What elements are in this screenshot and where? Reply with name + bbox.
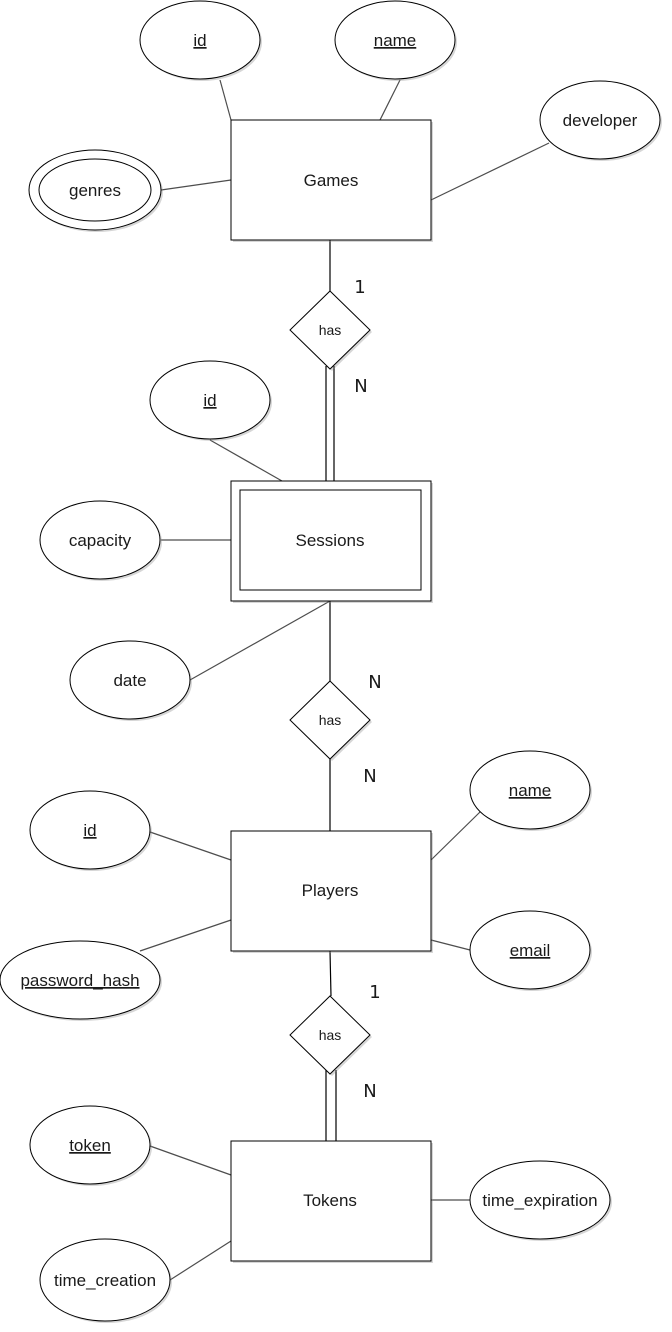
attribute-sessions-id[interactable]: id	[149, 360, 272, 441]
attribute-players-password-hash[interactable]: password_hash	[0, 940, 162, 1021]
entity-tokens-label: Tokens	[303, 1191, 357, 1210]
attribute-players-password-hash-label: password_hash	[20, 971, 139, 990]
cardinality-players-bottom: 1	[369, 982, 380, 1003]
edge-tokens-time-creation	[169, 1240, 232, 1281]
edge-players-has	[329, 950, 332, 997]
weak-entity-inner-border	[239, 489, 422, 591]
multivalued-inner-ring	[38, 158, 152, 222]
relationship-sessions-players[interactable]: has	[289, 680, 372, 761]
edge-games-genres	[160, 179, 232, 191]
attribute-players-email[interactable]: email	[469, 910, 592, 991]
entity-games[interactable]: Games	[230, 119, 433, 242]
attribute-games-genres-label: genres	[69, 181, 121, 200]
relationship-players-tokens-label: has	[319, 1027, 342, 1043]
edge-players-name	[430, 811, 481, 861]
edge-players-email	[430, 939, 471, 951]
cardinality-sessions-bottom: N	[368, 672, 381, 693]
attribute-players-email-label: email	[510, 941, 551, 960]
entity-tokens[interactable]: Tokens	[230, 1140, 433, 1263]
edge-sessions-id	[209, 439, 283, 482]
attribute-games-developer-label: developer	[563, 111, 638, 130]
cardinality-games: 1	[354, 277, 365, 298]
edge-games-developer	[430, 142, 550, 201]
relationship-games-sessions-label: has	[319, 322, 342, 338]
cardinality-tokens: N	[363, 1081, 376, 1102]
relationship-players-tokens[interactable]: has	[289, 995, 372, 1076]
entity-sessions[interactable]: Sessions	[230, 480, 433, 603]
attribute-tokens-time-expiration-label: time_expiration	[482, 1191, 597, 1210]
cardinality-players-top: N	[363, 766, 376, 787]
edge-sessions-date	[189, 600, 331, 681]
cardinality-sessions-top: N	[354, 376, 367, 397]
attribute-games-name[interactable]: name	[334, 0, 457, 81]
attribute-sessions-capacity-label: capacity	[69, 531, 132, 550]
attribute-tokens-time-expiration[interactable]: time_expiration	[469, 1160, 612, 1241]
attribute-players-name[interactable]: name	[469, 750, 592, 831]
attribute-sessions-date-label: date	[113, 671, 146, 690]
attribute-games-id[interactable]: id	[139, 0, 262, 81]
edge-games-name	[379, 79, 401, 121]
attribute-tokens-time-creation-label: time_creation	[54, 1271, 156, 1290]
edge-tokens-token	[149, 1145, 232, 1176]
edge-players-password-hash	[139, 919, 232, 952]
attribute-sessions-id-label: id	[203, 391, 216, 410]
entity-players-label: Players	[302, 881, 359, 900]
entity-players[interactable]: Players	[230, 830, 433, 953]
entity-sessions-label: Sessions	[296, 531, 365, 550]
edge-games-id	[219, 79, 232, 121]
attribute-players-id[interactable]: id	[29, 790, 152, 871]
entity-games-label: Games	[304, 171, 359, 190]
attribute-tokens-token[interactable]: token	[29, 1105, 152, 1186]
relationship-games-sessions[interactable]: has	[289, 290, 372, 371]
attribute-tokens-time-creation[interactable]: time_creation	[39, 1238, 172, 1323]
attribute-games-name-label: name	[374, 31, 417, 50]
attribute-sessions-date[interactable]: date	[69, 640, 192, 721]
attribute-sessions-capacity[interactable]: capacity	[39, 500, 162, 581]
attribute-players-id-label: id	[83, 821, 96, 840]
attribute-tokens-token-label: token	[69, 1136, 111, 1155]
attribute-players-name-label: name	[509, 781, 552, 800]
attribute-games-genres[interactable]: genres	[28, 149, 163, 232]
attribute-games-developer[interactable]: developer	[539, 80, 662, 161]
edge-players-id	[149, 831, 232, 861]
edges	[139, 79, 550, 1281]
relationship-sessions-players-label: has	[319, 712, 342, 728]
attribute-games-id-label: id	[193, 31, 206, 50]
